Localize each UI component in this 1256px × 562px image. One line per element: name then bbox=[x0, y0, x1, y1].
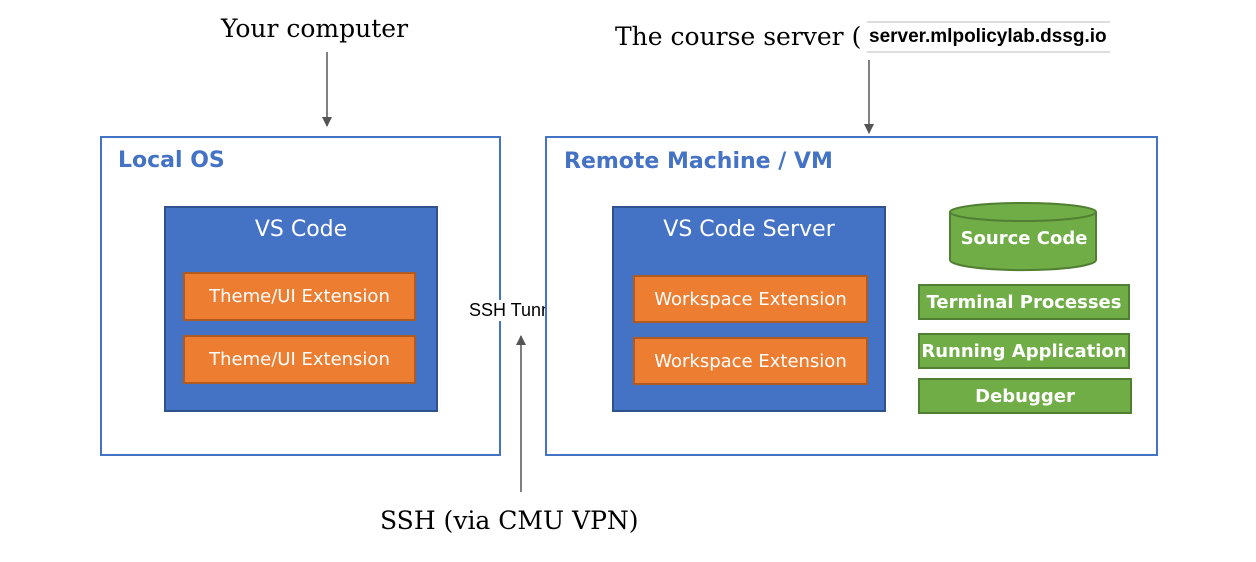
workspace-extension-1: Workspace Extension bbox=[633, 275, 868, 323]
workspace-extension-2: Workspace Extension bbox=[633, 337, 868, 385]
theme-ui-extension-1: Theme/UI Extension bbox=[183, 272, 416, 321]
debugger-box: Debugger bbox=[918, 378, 1132, 414]
running-application-box: Running Application bbox=[918, 333, 1130, 369]
vscode-title: VS Code bbox=[254, 217, 348, 242]
source-code-label: Source Code bbox=[960, 228, 1088, 249]
theme-ui-extension-2: Theme/UI Extension bbox=[183, 335, 416, 384]
local-os-title: Local OS bbox=[118, 148, 225, 173]
ssh-via-vpn-label: SSH (via CMU VPN) bbox=[380, 506, 639, 535]
source-code-cylinder bbox=[949, 202, 1097, 272]
course-server-label: The course server ( bbox=[615, 22, 862, 51]
remote-machine-title: Remote Machine / VM bbox=[564, 149, 833, 174]
vscode-server-title: VS Code Server bbox=[663, 217, 835, 242]
ssh-tunnel-label: SSH Tunnel bbox=[469, 300, 566, 321]
terminal-processes-box: Terminal Processes bbox=[918, 284, 1130, 320]
your-computer-label: Your computer bbox=[221, 14, 409, 43]
course-server-url: server.mlpolicylab.dssg.io bbox=[867, 21, 1110, 53]
